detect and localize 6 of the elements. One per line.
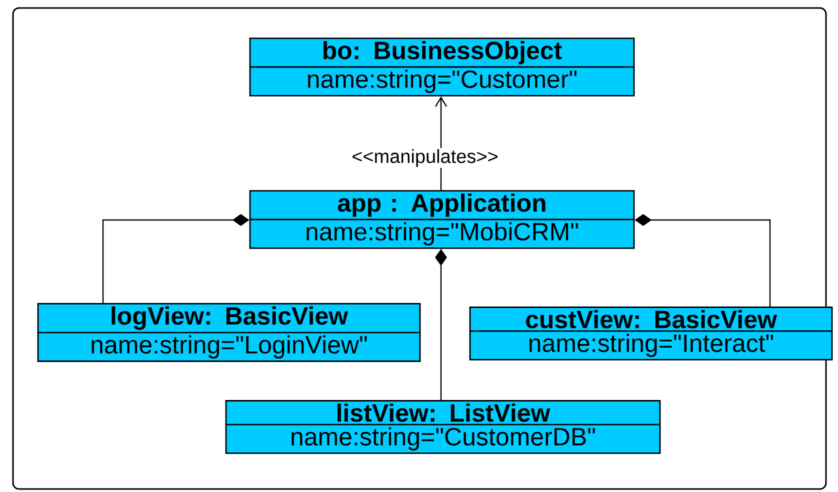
edge-label: <<manipulates>>: [350, 148, 500, 168]
object-box: logView: BasicView name:string="LoginView": [37, 303, 421, 362]
object-box: bo: BusinessObject name:string="Customer": [249, 38, 635, 96]
object-box: custView: BasicView name:string="Interact": [469, 306, 833, 360]
object-box: app : Application name:string="MobiCRM": [249, 190, 635, 249]
object-box: listView: ListView name:string="CustomerDB": [225, 400, 661, 454]
